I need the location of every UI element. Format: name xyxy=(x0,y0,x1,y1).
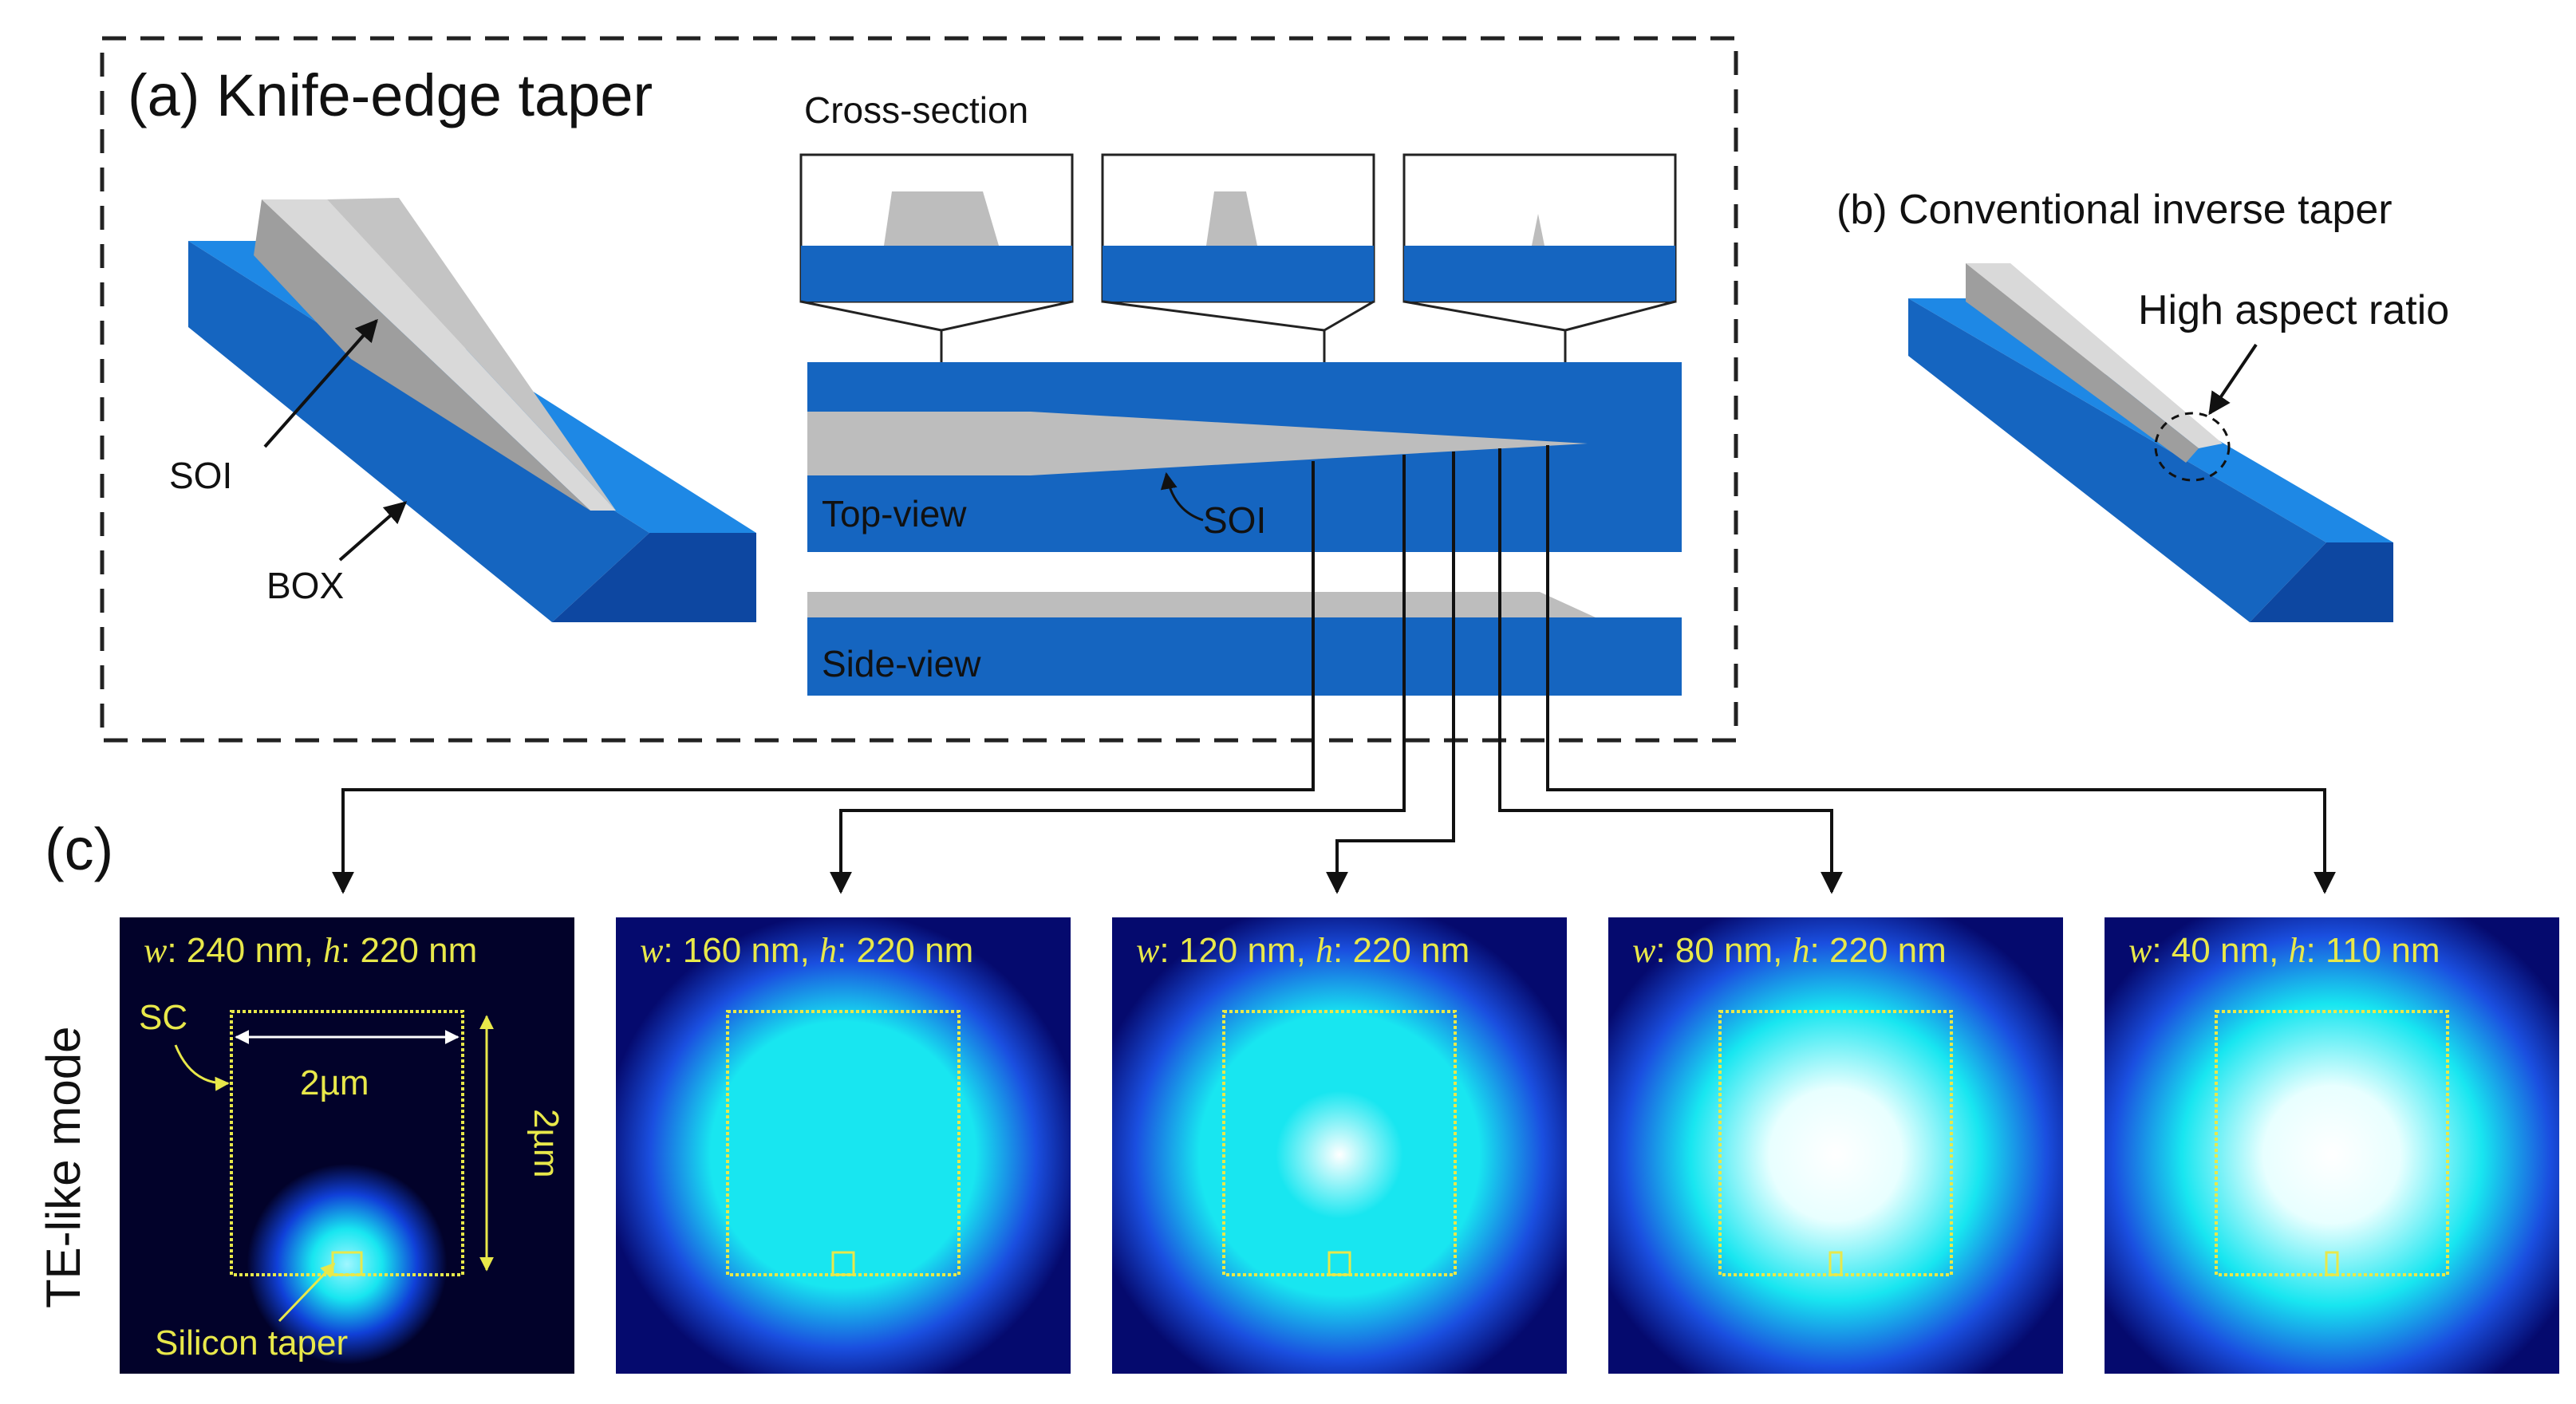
mode-profile-2: w: 160 nm, h: 220 nm xyxy=(616,917,1071,1374)
position-connectors xyxy=(332,445,2336,894)
silicon-taper-marker xyxy=(1327,1251,1351,1276)
high-aspect-ratio-pointer xyxy=(2208,343,2258,416)
sc-pointer xyxy=(174,1044,230,1091)
height-dimension-label: 2µm xyxy=(527,1109,566,1177)
side-view xyxy=(807,592,1682,696)
silicon-taper-marker xyxy=(1828,1251,1843,1276)
box-label: BOX xyxy=(266,565,344,606)
knife-edge-taper-3d xyxy=(188,198,756,622)
side-view-label: Side-view xyxy=(822,643,981,684)
conventional-taper-3d xyxy=(1908,263,2393,622)
top-view-soi-pointer xyxy=(1160,471,1204,522)
panel-a-frame xyxy=(100,36,1738,743)
mode-label: w: 240 nm, h: 220 nm xyxy=(144,931,477,970)
mode-label: w: 80 nm, h: 220 nm xyxy=(1632,931,1947,970)
panel-a-title: (a) Knife-edge taper xyxy=(128,62,653,128)
high-aspect-ratio-label: High aspect ratio xyxy=(2138,287,2449,333)
mode-label: w: 40 nm, h: 110 nm xyxy=(2128,931,2440,970)
high-aspect-ratio-circle xyxy=(2154,412,2231,482)
width-dimension-label: 2µm xyxy=(300,1063,369,1102)
sc-label: SC xyxy=(139,998,187,1037)
mode-label: w: 160 nm, h: 220 nm xyxy=(640,931,973,970)
box-pointer xyxy=(338,501,408,562)
mode-profile-5: w: 40 nm, h: 110 nm xyxy=(2105,917,2559,1374)
cross-section-1 xyxy=(799,153,1074,303)
silicon-taper-marker xyxy=(2325,1251,2339,1276)
cross-section-2 xyxy=(1101,153,1375,303)
te-like-mode-label: TE-like mode xyxy=(37,1027,90,1308)
panel-c-label: (c) xyxy=(45,816,113,882)
cross-section-3 xyxy=(1402,153,1677,303)
cross-section-label: Cross-section xyxy=(804,89,1028,131)
silicon-taper-marker xyxy=(831,1251,855,1276)
top-view-label: Top-view xyxy=(822,493,967,534)
silicon-taper-label: Silicon taper xyxy=(155,1323,348,1363)
top-view xyxy=(807,362,1682,552)
soi-pointer xyxy=(263,318,378,448)
panel-b-title: (b) Conventional inverse taper xyxy=(1836,187,2393,233)
mode-profile-4: w: 80 nm, h: 220 nm xyxy=(1608,917,2063,1374)
mode-profile-3: w: 120 nm, h: 220 nm xyxy=(1112,917,1567,1374)
silicon-taper-pointer xyxy=(278,1262,336,1323)
soi-label: SOI xyxy=(169,455,232,496)
mode-label: w: 120 nm, h: 220 nm xyxy=(1136,931,1469,970)
top-view-soi-label: SOI xyxy=(1203,499,1266,541)
